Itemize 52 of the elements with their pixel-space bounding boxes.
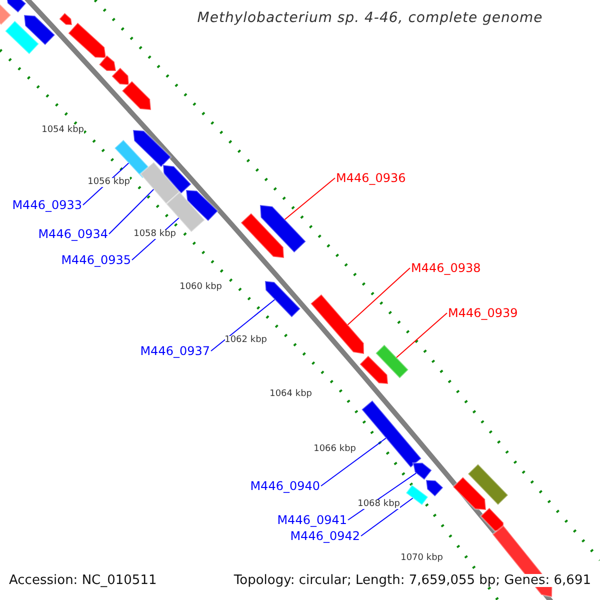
leader-line [396, 312, 448, 358]
gene-block [310, 293, 365, 355]
kbp-scale-label: 1056 kbp [88, 178, 130, 186]
leader-line [210, 299, 276, 352]
leader-line [284, 178, 336, 220]
gene-block [466, 463, 510, 506]
leader-line [360, 498, 414, 536]
gene-block [58, 12, 73, 26]
gene-label: M446_0938 [411, 262, 481, 274]
gene-block [121, 80, 152, 111]
gene-bar [360, 399, 422, 469]
gene-block [264, 280, 302, 318]
kbp-scale-label: 1062 kbp [224, 336, 267, 344]
leader-line [108, 188, 154, 234]
leader-line [347, 268, 410, 326]
kbp-scale-label: 1054 kbp [42, 126, 84, 134]
leader-line [320, 438, 386, 486]
gene-label: M446_0942 [290, 530, 360, 542]
gene-block [374, 344, 410, 380]
gene-block [425, 479, 444, 498]
kbp-scale-label: 1060 kbp [180, 282, 222, 292]
gene-block [358, 354, 389, 385]
gene-label: M446_0941 [277, 514, 347, 526]
gene-bar [404, 484, 430, 506]
accession-text: Accession: NC_010511 [9, 574, 157, 586]
genome-summary-text: Topology: circular; Length: 7,659,055 bp; Genes: 6,691 [234, 574, 591, 586]
gene-label: M446_0933 [12, 199, 82, 211]
gene-label: M446_0937 [140, 345, 210, 357]
gene-block [240, 212, 285, 259]
kbp-scale-label: 1070 kbp [400, 554, 443, 562]
gene-block [98, 54, 117, 72]
kbp-scale-label: 1058 kbp [134, 230, 176, 238]
gene-label: M446_0939 [448, 307, 518, 319]
gene-block [132, 129, 172, 168]
gene-block [110, 66, 130, 86]
kbp-scale-label: 1066 kbp [314, 444, 356, 454]
gene-block [67, 22, 107, 59]
gene-block [23, 14, 56, 46]
gene-block [259, 204, 307, 254]
gene-label: M446_0936 [336, 172, 406, 184]
gene-bar [4, 20, 40, 56]
gene-bar [139, 161, 181, 205]
kbp-scale-label: 1068 kbp [358, 500, 400, 508]
map-title: Methylobacterium sp. 4-46, complete genome [197, 11, 543, 25]
gene-block [185, 189, 219, 222]
gene-label: M446_0934 [38, 228, 108, 240]
gene-label: M446_0940 [250, 480, 320, 492]
gene-block [412, 462, 433, 481]
gene-block [5, 0, 28, 14]
gene-block [452, 476, 487, 511]
gene-label: M446_0935 [61, 254, 131, 266]
kbp-scale-label: 1064 kbp [270, 390, 312, 398]
